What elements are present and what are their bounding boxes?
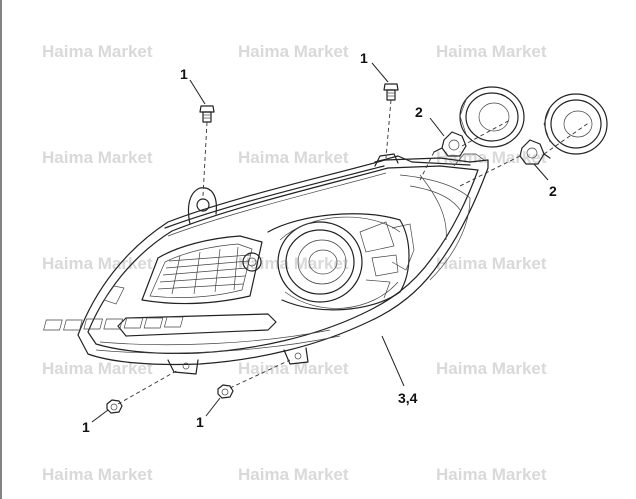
callout-headlamp-assembly: 3,4 bbox=[398, 390, 418, 406]
callout-cover-right: 2 bbox=[549, 183, 557, 199]
headlamp-housing bbox=[43, 153, 489, 375]
projector-lens bbox=[277, 216, 401, 309]
watermark-text: Haima Market bbox=[238, 42, 349, 61]
watermark-layer: Haima Market Haima Market Haima Market H… bbox=[42, 42, 547, 484]
callout-fastener-top-left: 1 bbox=[180, 66, 188, 82]
callout-labels: 1 1 2 2 1 1 3,4 bbox=[82, 50, 557, 435]
watermark-text: Haima Market bbox=[436, 42, 547, 61]
bulb-right bbox=[519, 139, 551, 165]
fastener-bottom-mid bbox=[217, 384, 234, 399]
watermark-text: Haima Market bbox=[42, 465, 153, 484]
fastener-bottom-left bbox=[106, 399, 123, 414]
watermark-text: Haima Market bbox=[436, 359, 547, 378]
watermark-text: Haima Market bbox=[238, 465, 349, 484]
dust-cover-right bbox=[543, 93, 608, 155]
assembly-dashed-lines bbox=[117, 99, 591, 405]
watermark-text: Haima Market bbox=[436, 465, 547, 484]
watermark-text: Haima Market bbox=[42, 148, 153, 167]
watermark-text: Haima Market bbox=[238, 148, 349, 167]
watermark-text: Haima Market bbox=[42, 254, 153, 273]
bulb-left bbox=[433, 131, 467, 157]
callout-fastener-bottom-mid: 1 bbox=[196, 414, 204, 430]
leader-lines bbox=[91, 62, 549, 423]
callout-cover-left: 2 bbox=[415, 104, 423, 120]
watermark-text: Haima Market bbox=[238, 359, 349, 378]
drl-led-strip bbox=[43, 313, 277, 337]
watermark-text: Haima Market bbox=[42, 42, 153, 61]
fastener-top-left bbox=[199, 105, 215, 123]
watermark-text: Haima Market bbox=[436, 148, 547, 167]
watermark-text: Haima Market bbox=[238, 254, 349, 273]
callout-fastener-top-right: 1 bbox=[360, 50, 368, 66]
fastener-top-right bbox=[383, 83, 399, 101]
callout-fastener-bottom-left: 1 bbox=[82, 419, 90, 435]
watermark-text: Haima Market bbox=[436, 254, 547, 273]
left-module-hatching bbox=[157, 246, 251, 295]
watermark-text: Haima Market bbox=[42, 359, 153, 378]
dust-cover-left bbox=[459, 86, 525, 148]
